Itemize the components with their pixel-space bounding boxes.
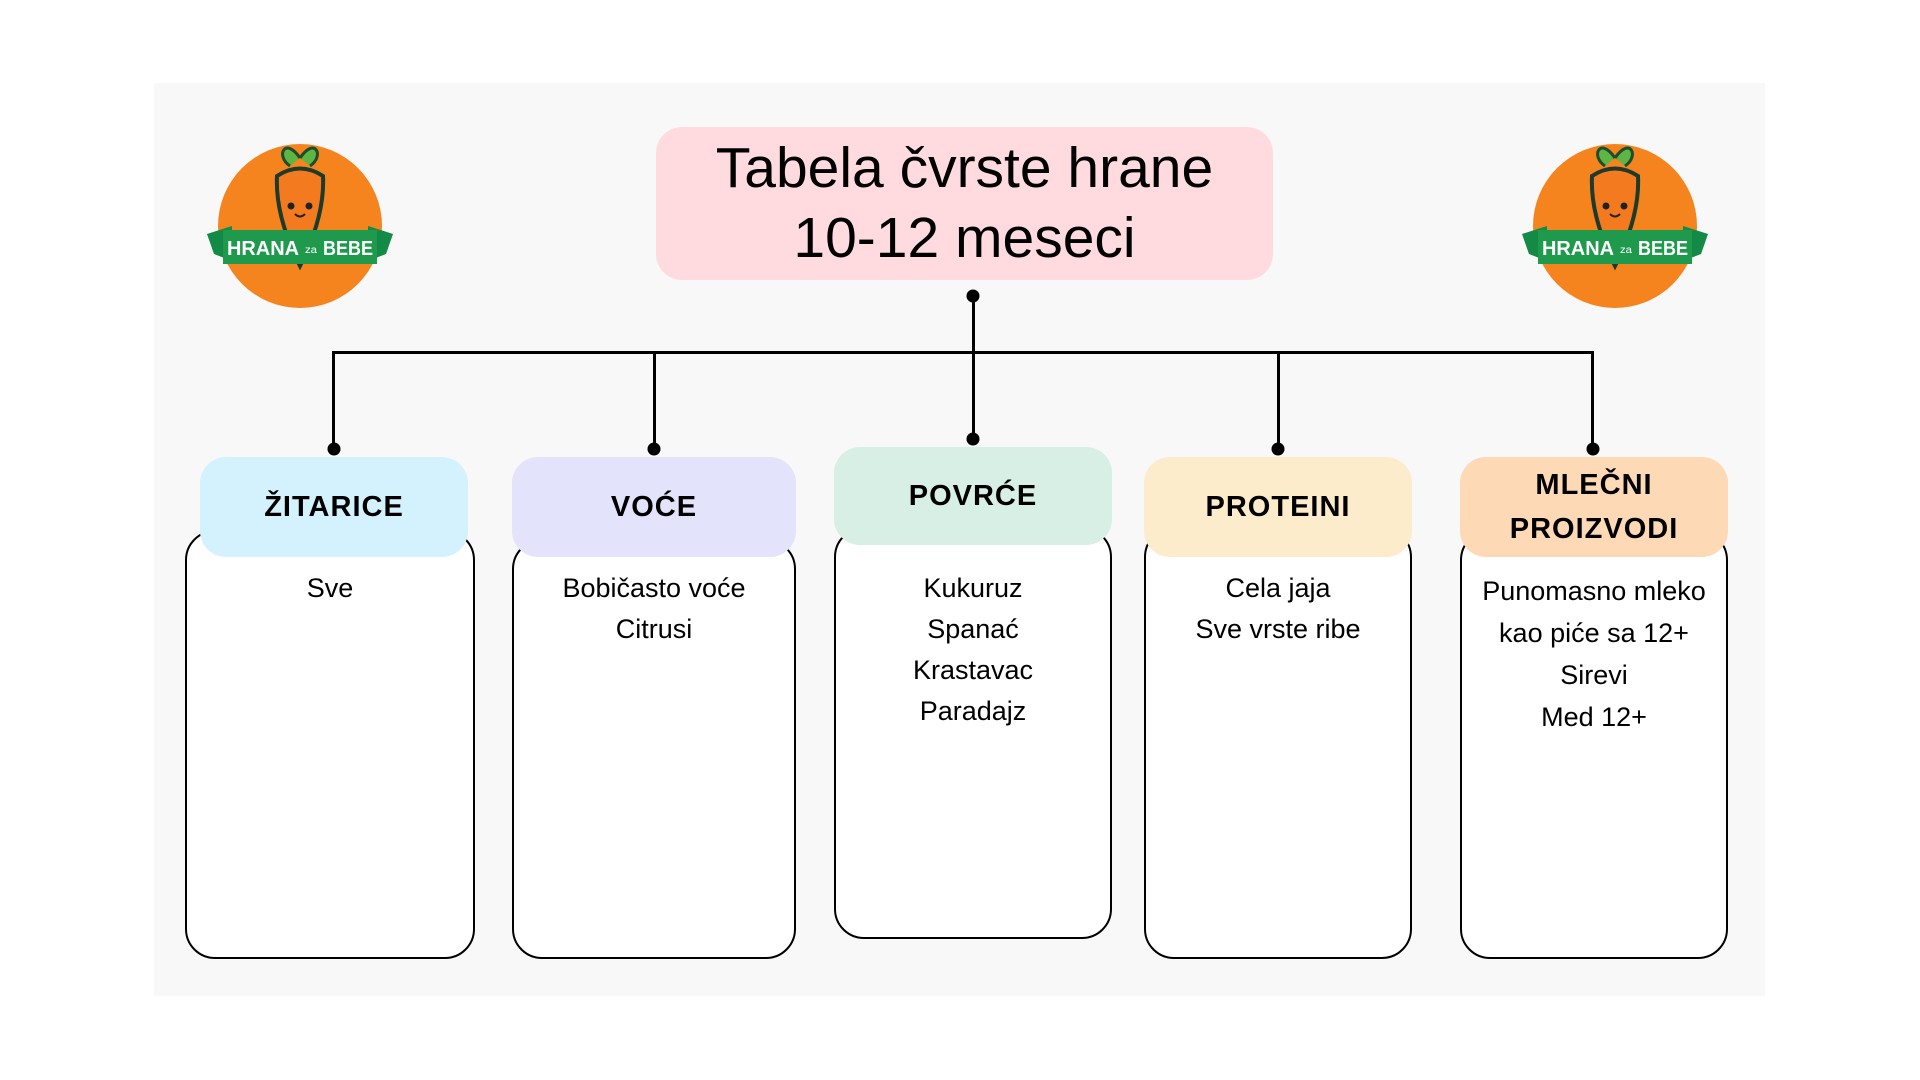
card-povrce	[834, 527, 1112, 939]
list-item: Krastavac	[912, 655, 1034, 685]
header-voce: VOĆE	[512, 457, 796, 557]
items-povrce: Kukuruz Spanać Krastavac Paradajz	[834, 568, 1112, 732]
logo-text-left: HRANA	[227, 238, 299, 260]
items-zitarice: Sve	[185, 568, 475, 609]
page-title: Tabela čvrste hrane 10-12 meseci	[656, 127, 1273, 280]
list-item: Cela jaja	[1225, 573, 1331, 603]
title-line-1: Tabela čvrste hrane	[715, 136, 1214, 200]
list-item: Sirevi	[1560, 660, 1628, 690]
items-proteini: Cela jaja Sve vrste ribe	[1144, 568, 1412, 650]
items-voce: Bobičasto voće Citrusi	[512, 568, 796, 650]
header-label: POVRĆE	[908, 480, 1038, 512]
logo-right: HRANA za BEBE	[1522, 144, 1708, 308]
logo-text-right: BEBE	[323, 238, 373, 260]
card-proteini	[1144, 527, 1412, 959]
logo-text-right: BEBE	[1638, 238, 1688, 260]
header-povrce: POVRĆE	[834, 447, 1112, 545]
connector-5	[1591, 351, 1594, 450]
list-item: Med 12+	[1541, 702, 1647, 732]
header-label: ŽITARICE	[264, 491, 404, 523]
logo-text-mid: za	[305, 245, 317, 256]
logo-left: HRANA za BEBE	[207, 144, 393, 308]
connector-dot-2	[647, 442, 661, 456]
connector-dot-1	[327, 442, 341, 456]
logo-text-mid: za	[1620, 245, 1632, 256]
connector-dot-4	[1271, 442, 1285, 456]
list-item: Sve	[306, 573, 354, 603]
card-voce	[512, 539, 796, 959]
connector-1	[332, 351, 335, 450]
list-item: Bobičasto voće	[562, 573, 746, 603]
connector-dot-3	[966, 432, 980, 446]
list-item: Sve vrste ribe	[1195, 614, 1361, 644]
list-item: kao piće sa 12+	[1499, 618, 1689, 648]
connector-4	[1277, 351, 1280, 450]
card-mlecni	[1460, 530, 1728, 959]
list-item: Citrusi	[615, 614, 693, 644]
card-zitarice	[185, 530, 475, 959]
list-item: Punomasno mleko	[1482, 576, 1706, 606]
header-label: MLEČNI PROIZVODI	[1509, 469, 1679, 545]
connector-dot-5	[1586, 442, 1600, 456]
logo-text-left: HRANA	[1542, 238, 1614, 260]
header-label: PROTEINI	[1205, 491, 1351, 523]
list-item: Kukuruz	[923, 573, 1023, 603]
header-mlecni: MLEČNI PROIZVODI	[1460, 457, 1728, 557]
header-zitarice: ŽITARICE	[200, 457, 468, 557]
list-item: Spanać	[927, 614, 1019, 644]
title-line-2: 10-12 meseci	[793, 206, 1136, 270]
connector-2	[653, 351, 656, 450]
connector-trunk	[972, 296, 975, 439]
header-label: VOĆE	[610, 491, 698, 523]
list-item: Paradajz	[919, 696, 1027, 726]
header-proteini: PROTEINI	[1144, 457, 1412, 557]
connector-horizontal	[333, 351, 1593, 354]
items-mlecni: Punomasno mleko kao piće sa 12+ Sirevi M…	[1460, 570, 1728, 738]
